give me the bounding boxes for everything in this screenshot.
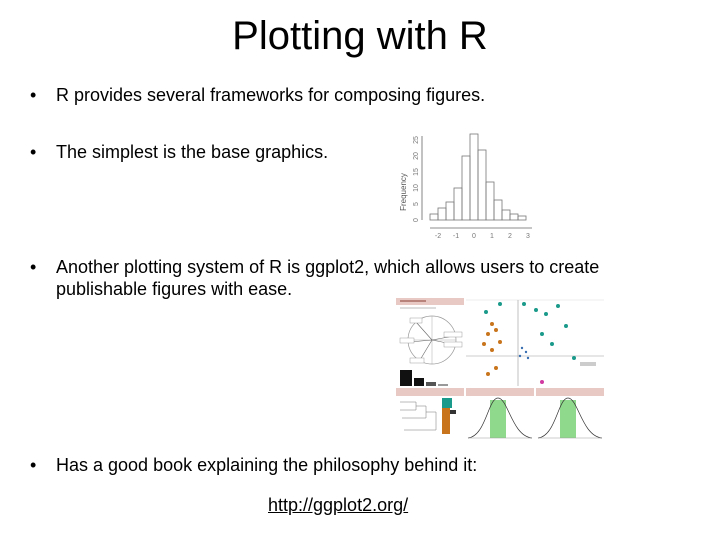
y-tick-label: 20 <box>413 152 420 160</box>
cluster-bar <box>442 398 452 408</box>
y-tick-label: 10 <box>413 184 420 192</box>
histogram-bar <box>517 215 527 221</box>
density-curve <box>537 397 603 439</box>
scatter-points-blue <box>518 346 530 360</box>
pca-label-box <box>443 331 463 338</box>
histogram-bar <box>437 207 447 221</box>
histogram-ylabel: Frequency <box>399 173 408 211</box>
x-tick-label: -2 <box>435 233 441 240</box>
pca-label-box <box>409 317 423 324</box>
scatter-point <box>490 348 494 352</box>
scatter-point <box>520 346 524 350</box>
dendrogram <box>400 401 437 431</box>
eigenvalue-bar <box>438 384 448 386</box>
cluster-bar <box>450 410 456 414</box>
base-graphics-histogram: Frequency 0 5 10 15 20 25 -2 -1 0 1 2 3 <box>399 133 532 240</box>
scatter-point <box>572 356 576 360</box>
scatter-point <box>564 324 568 328</box>
x-tick-label: 0 <box>472 233 476 240</box>
scatter-point <box>490 322 494 326</box>
eigenvalue-bar <box>426 382 436 386</box>
scatter-point <box>540 380 544 384</box>
y-tick-label: 5 <box>413 202 420 206</box>
scatter-point <box>498 302 502 306</box>
x-tick-label: 3 <box>526 233 530 240</box>
scatter-points-orange <box>482 322 502 376</box>
bullet-dot: • <box>30 257 37 277</box>
scatter-point <box>540 332 544 336</box>
bullet-text: The simplest is the base graphics. <box>56 142 329 162</box>
x-tick-label: 2 <box>508 233 512 240</box>
eigenvalue-bar <box>414 378 424 386</box>
bullet-dot: • <box>30 142 37 162</box>
x-tick-labels: -2 -1 0 1 2 3 <box>435 233 530 240</box>
bullet-dot: • <box>30 455 37 475</box>
scatter-point <box>494 366 498 370</box>
panel-banner <box>396 298 464 305</box>
bullet-text: R provides several frameworks for compos… <box>56 85 486 105</box>
histogram-bar <box>509 213 519 221</box>
histogram-bar <box>485 181 495 221</box>
density-highlight <box>490 400 506 438</box>
pca-label-box <box>409 357 425 364</box>
scatter-point <box>484 310 488 314</box>
cluster-bar <box>442 408 450 434</box>
density-curve <box>467 397 533 439</box>
histogram-bars <box>429 133 527 221</box>
slide-title: Plotting with R <box>232 14 488 58</box>
scatter-panel-bg <box>466 298 604 386</box>
panel-banner <box>466 388 534 396</box>
y-tick-labels: 0 5 10 15 20 25 <box>413 136 420 222</box>
scatter-point <box>526 356 530 360</box>
scatter-point <box>494 328 498 332</box>
eigenvalue-bar <box>400 370 412 386</box>
panel-banner <box>396 388 464 396</box>
scatter-point <box>486 372 490 376</box>
scatter-point <box>522 302 526 306</box>
histogram-bar <box>501 209 511 221</box>
bullet-dot: • <box>30 85 37 105</box>
bullet-text: Has a good book explaining the philosoph… <box>56 455 478 475</box>
scatter-point <box>550 342 554 346</box>
pca-arrow <box>415 321 433 341</box>
y-tick-label: 0 <box>413 218 420 222</box>
scatter-point <box>544 312 548 316</box>
legend-key <box>580 362 596 366</box>
x-tick-label: -1 <box>453 233 459 240</box>
scatter-point <box>486 332 490 336</box>
scatter-point <box>534 308 538 312</box>
density-highlight <box>560 400 576 438</box>
histogram-bar <box>429 213 439 221</box>
y-tick-label: 25 <box>413 136 420 144</box>
ggplot2-link[interactable]: http://ggplot2.org/ <box>268 495 409 515</box>
panel-banner <box>536 388 604 396</box>
scatter-point <box>518 354 522 358</box>
histogram-bar <box>493 199 503 221</box>
histogram-bar <box>477 149 487 221</box>
y-tick-label: 15 <box>413 168 420 176</box>
pca-label-box <box>399 337 415 344</box>
bullet-text: Another plotting system of R is ggplot2,… <box>56 257 600 299</box>
pca-arrow <box>419 339 433 361</box>
histogram-bar <box>469 133 479 221</box>
ggplot2-figure-composite <box>396 298 604 440</box>
scatter-point <box>556 304 560 308</box>
histogram-bar <box>445 201 455 221</box>
histogram-bar <box>453 187 463 221</box>
x-tick-label: 1 <box>490 233 494 240</box>
histogram-bar <box>461 155 471 221</box>
scatter-point <box>482 342 486 346</box>
scatter-point <box>524 350 528 354</box>
pca-label-box <box>443 341 463 348</box>
dendrogram-branch <box>400 401 437 431</box>
scatter-points-teal <box>484 302 576 360</box>
scatter-point <box>498 340 502 344</box>
